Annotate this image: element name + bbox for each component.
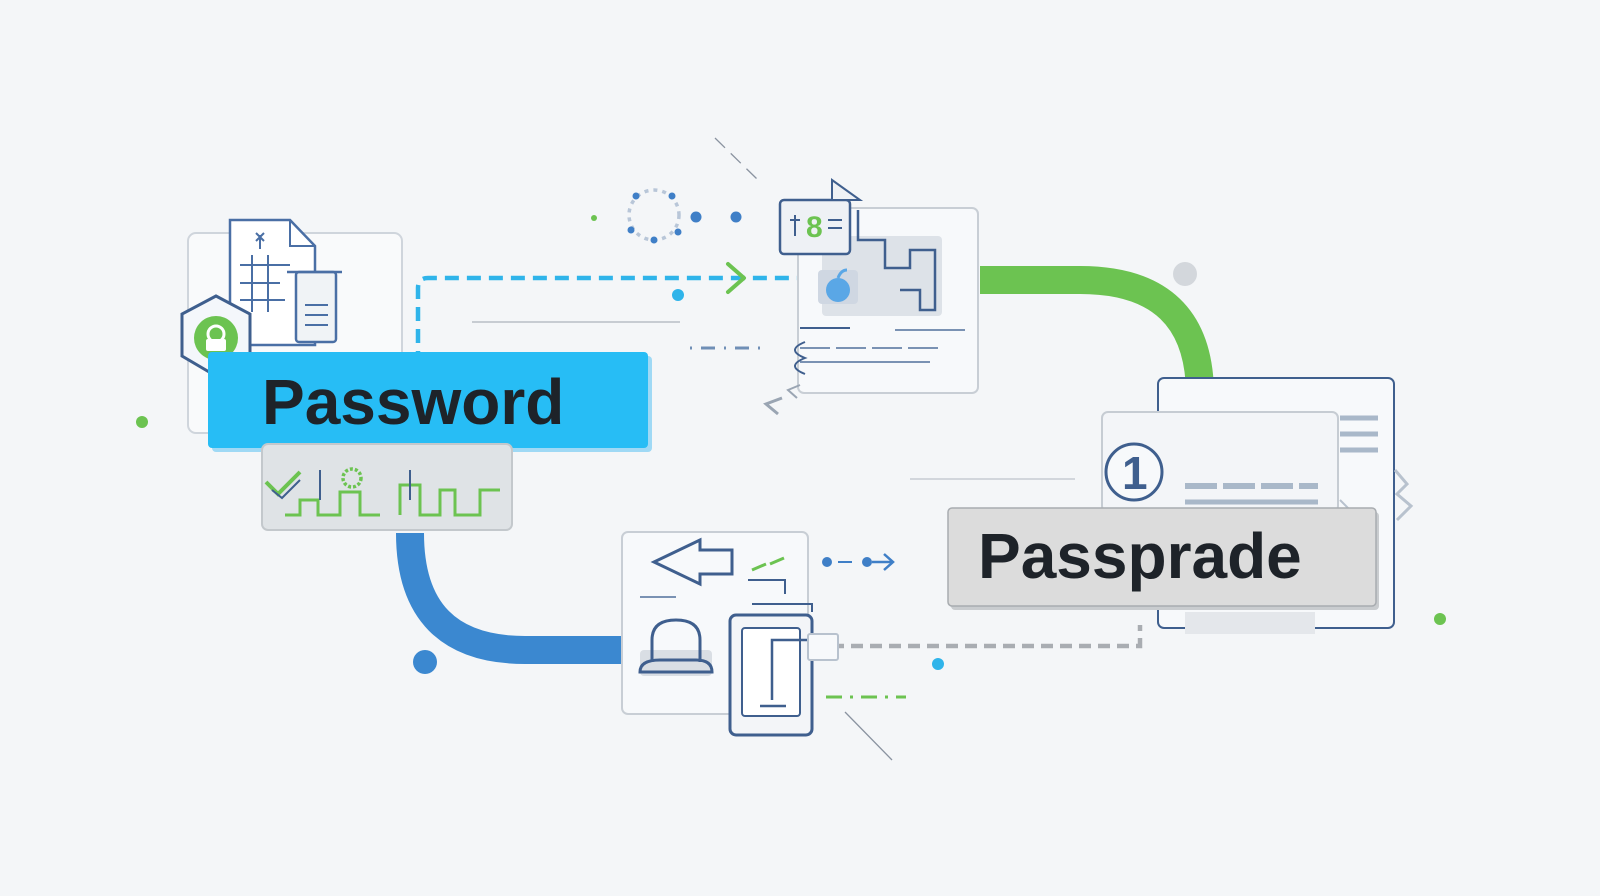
user-icon [638, 618, 714, 674]
green-dot [1434, 613, 1446, 625]
dotted-ring-icon [627, 188, 742, 244]
gray-dot [1173, 262, 1197, 286]
green-connector [980, 266, 1214, 396]
connectors [396, 262, 1214, 699]
green-dot [136, 416, 148, 428]
phone-icon [728, 603, 839, 737]
decorative-dots [136, 215, 1446, 674]
step-number: 1 [1122, 447, 1148, 499]
arrow-right-icon [883, 553, 895, 571]
passprade-label-card: Passprade [947, 507, 1379, 610]
arrow-right-icon [726, 262, 746, 294]
dash-dot-line [690, 346, 906, 699]
arrow-left-icon [650, 537, 734, 587]
password-label: Password [262, 366, 564, 438]
gray-dashed-connector [832, 625, 1143, 649]
green-dot [591, 215, 597, 221]
blue-dot [932, 658, 944, 670]
blue-dot [413, 650, 437, 674]
apple-icon [826, 268, 850, 302]
password-label-card: Password [208, 352, 652, 452]
step-circle [1104, 442, 1164, 502]
bottom-card [621, 531, 839, 737]
blue-connector [396, 532, 625, 664]
dotted-arrow [822, 553, 895, 571]
phone-icon [287, 270, 342, 344]
blue-dashed-connector [415, 275, 800, 365]
background-lines [472, 137, 1075, 761]
passprade-label: Passprade [978, 520, 1302, 592]
number-badge-card: 8 [778, 178, 864, 256]
blue-dot [672, 289, 684, 301]
number-badge: 8 [806, 211, 823, 244]
activity-panel [261, 443, 513, 531]
gear-icon [341, 467, 363, 489]
